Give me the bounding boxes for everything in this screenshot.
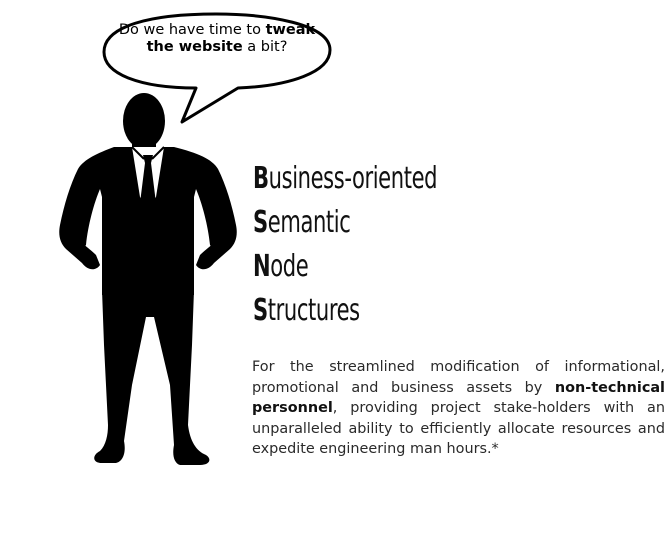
acronym-line-semantic: Semantic [253,205,351,240]
description-bold-text: non-technical personnel [252,379,665,417]
acronym-line-business: Business-oriented [253,161,438,196]
acronym-line-structures: Structures [253,293,360,328]
acronym-line-node: Node [253,249,309,284]
acronym-heading: Business-oriented Semantic Node Structur… [253,157,487,333]
speech-bubble [102,12,332,124]
speech-bubble-bold-text: tweak the website [146,22,316,55]
speech-bubble-text: Do we have time to tweak the website a b… [118,22,316,55]
description-paragraph: For the streamlined modification of info… [252,359,665,458]
businessman-silhouette [59,93,237,465]
